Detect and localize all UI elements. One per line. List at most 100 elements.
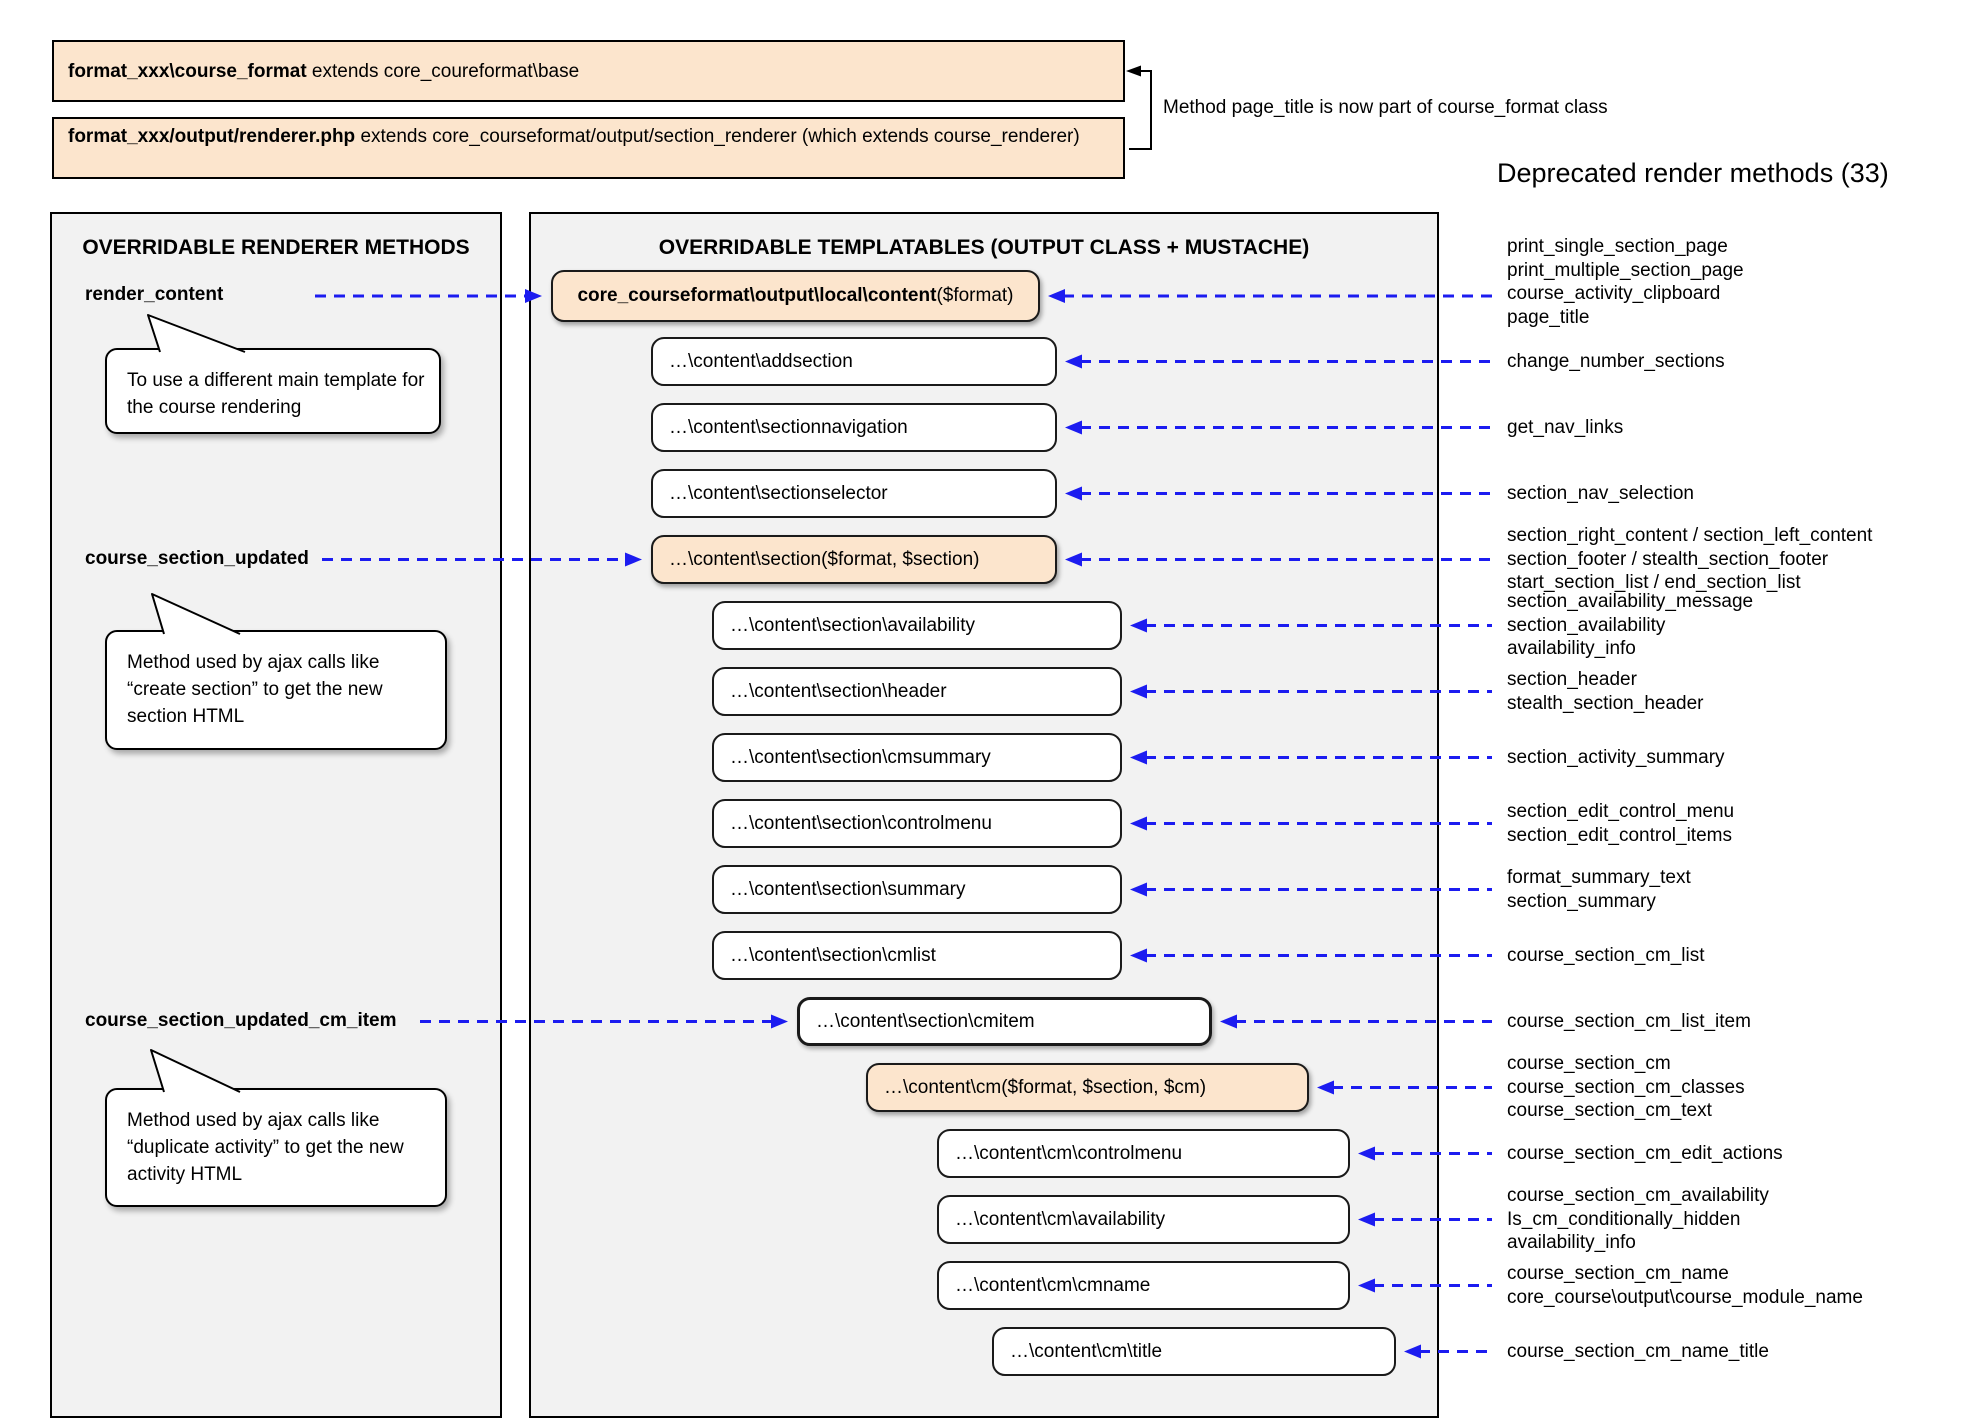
deprecated-method-group: course_section_cm_edit_actions [1507,1142,1783,1166]
templatable-label: …\content\cm\cmname [955,1274,1151,1296]
renderer-methods-panel-title: OVERRIDABLE RENDERER METHODS [82,236,470,259]
templatable-box: …\content\cm\cmname [937,1261,1350,1310]
templatable-box: …\content\sectionnavigation [651,403,1057,452]
deprecated-methods-heading: Deprecated render methods (33) [1497,158,1889,188]
templatable-box: …\content\section\controlmenu [712,799,1122,848]
templatable-param: ($format) [936,285,1014,306]
templatable-box: …\content\cm\controlmenu [937,1129,1350,1178]
deprecated-method: course_section_cm_edit_actions [1507,1142,1783,1164]
speech-bubble: Method used by ajax calls like“duplicate… [105,1088,447,1207]
deprecated-method-group: course_section_cm_name_title [1507,1340,1769,1364]
deprecated-method: course_section_cm_classes [1507,1076,1745,1098]
speech-bubble-line: To use a different main template for [127,370,425,391]
deprecated-method: section_right_content / section_left_con… [1507,525,1873,547]
templatable-label: …\content\sectionselector [669,482,888,504]
templatable-box: …\content\section\cmitem [797,997,1212,1046]
templatable-box: …\content\section\summary [712,865,1122,914]
templatable-box: …\content\addsection [651,337,1057,386]
deprecated-method: course_section_cm_text [1507,1100,1712,1122]
header-box-course-format: format_xxx\course_format extends core_co… [52,40,1125,102]
page-title-note: Method page_title is now part of course_… [1163,97,1608,118]
renderer-method-label: render_content [85,284,224,305]
templatable-label: …\content\cm\controlmenu [955,1142,1183,1164]
deprecated-method: section_activity_summary [1507,746,1725,768]
deprecated-method: availability_info [1507,1232,1636,1254]
deprecated-method: section_summary [1507,890,1656,912]
deprecated-method: page_title [1507,306,1590,328]
templatable-box: …\content\section\availability [712,601,1122,650]
templatable-label: …\content\cm\title [1010,1340,1163,1362]
templatable-box: …\content\section\header [712,667,1122,716]
deprecated-method: start_section_list / end_section_list [1507,572,1801,594]
templatable-box: …\content\sectionselector [651,469,1057,518]
deprecated-method: course_section_cm_availability [1507,1185,1769,1207]
deprecated-method: course_activity_clipboard [1507,283,1721,304]
templatable-box: …\content\section ($format, $section) [651,535,1057,584]
deprecated-method-group: get_nav_links [1507,416,1623,440]
deprecated-method: print_single_section_page [1507,236,1728,257]
deprecated-method-group: section_activity_summary [1507,746,1725,770]
templatable-box: …\content\cm\availability [937,1195,1350,1244]
templatable-label: …\content\cm\availability [955,1208,1166,1230]
deprecated-method: section_edit_control_items [1507,824,1732,846]
deprecated-method: section_nav_selection [1507,482,1694,504]
templatable-box: …\content\section\cmlist [712,931,1122,980]
speech-bubble: Method used by ajax calls like “create se… [105,630,447,750]
header-box2-text: format_xxx/output/renderer.php extends c… [68,126,1080,147]
deprecated-method: core_course\output\course_module_name [1507,1286,1863,1308]
speech-bubble-line: Method used by ajax calls like [127,652,380,673]
speech-bubble-line: “duplicate activity” to get the new [127,1137,404,1158]
deprecated-method: course_section_cm_name [1507,1263,1729,1284]
deprecated-method: Is_cm_conditionally_hidden [1507,1208,1741,1230]
speech-bubble: To use a different main template for the … [105,348,441,434]
templatable-box: core_courseformat\output\local\content (… [551,270,1040,322]
templatable-box: …\content\section\cmsummary [712,733,1122,782]
templatable-label: …\content\addsection [669,350,853,372]
deprecated-method: course_section_cm [1507,1053,1671,1075]
templatable-label: …\content\section\summary [730,878,966,900]
deprecated-method-group: section_nav_selection [1507,482,1694,506]
deprecated-method: section_availability_message [1507,591,1754,613]
deprecated-method: stealth_section_header [1507,692,1704,714]
deprecated-method: section_header [1507,669,1637,690]
templatable-label: …\content\section\header [730,680,947,702]
header-box1-text: format_xxx\course_format extends core_co… [68,60,580,82]
speech-bubble-line: the course rendering [127,397,302,418]
deprecated-method: course_section_cm_list [1507,944,1705,966]
templatable-label: …\content\section\controlmenu [730,812,992,834]
deprecated-method: course_section_cm_list_item [1507,1010,1751,1032]
templatable-label: …\content\section\cmsummary [730,746,991,768]
deprecated-method-group: section_right_content / section_left_con… [1507,524,1872,595]
deprecated-method: course_section_cm_name_title [1507,1340,1769,1362]
deprecated-method: get_nav_links [1507,416,1624,438]
templatables-panel-title: OVERRIDABLE TEMPLATABLES (OUTPUT CLASS +… [658,236,1310,259]
speech-bubble-line: “create section” to get the new [127,679,383,700]
renderer-method-label: course_section_updated_cm_item [85,1010,397,1031]
deprecated-method-group: course_section_cm_list_item [1507,1010,1751,1034]
deprecated-method: section_availability [1507,614,1666,636]
deprecated-method: format_summary_text [1507,867,1691,888]
templatable-label: core_courseformat\output\local\content [577,285,937,306]
deprecated-method: change_number_sections [1507,350,1725,372]
speech-bubble-line: activity HTML [127,1164,243,1185]
templatable-label: …\content\section\cmitem [816,1010,1035,1032]
templatable-label: …\content\sectionnavigation [669,416,908,438]
renderer-method-label: course_section_updated [85,548,309,569]
speech-bubble-line: section HTML [127,706,245,727]
deprecated-method-group: course_section_cm_list [1507,944,1704,968]
header-box-renderer: format_xxx/output/renderer.php extends c… [52,117,1125,179]
deprecated-method: print_multiple_section_page [1507,259,1744,281]
deprecated-method: section_footer / stealth_section_footer [1507,548,1829,570]
templatable-box: …\content\cm\title [992,1327,1396,1376]
templatable-label: …\content\section [669,548,822,570]
templatable-label: …\content\section\availability [730,614,976,636]
templatable-label: …\content\cm [884,1076,1002,1098]
templatable-box: …\content\cm ($format, $section, $cm) [866,1063,1309,1112]
templatable-param: ($format, $section, $cm) [1001,1076,1207,1098]
